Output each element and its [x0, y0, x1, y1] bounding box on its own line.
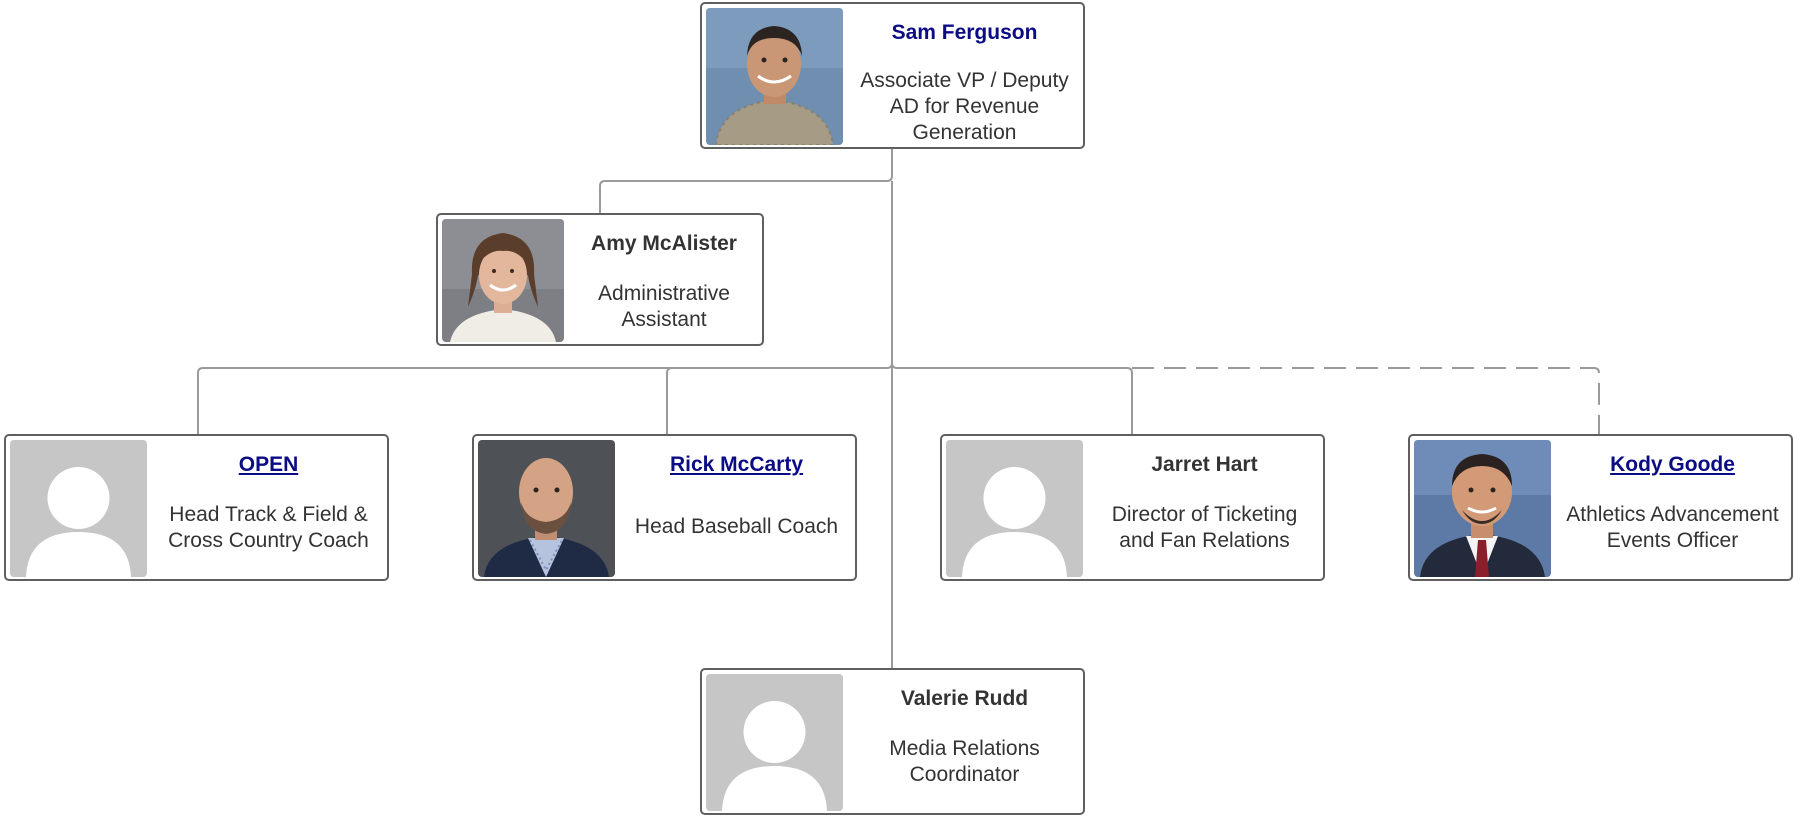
placeholder-avatar-icon	[10, 440, 147, 577]
job-title-open: Head Track & Field & Cross Country Coach	[168, 503, 369, 552]
bearded-man-in-blazer-photo	[478, 440, 615, 577]
connector-sam-to-rick	[666, 367, 673, 434]
job-title-amy-mcalister: Administrative Assistant	[598, 282, 730, 331]
org-card-jarret-hart: Jarret Hart Director of Ticketing and Fa…	[940, 434, 1325, 581]
org-card-amy-mcalister: Amy McAlister Administrative Assistant	[436, 213, 764, 346]
person-name-jarret-hart: Jarret Hart	[1151, 453, 1258, 476]
connector-sam-to-amy	[599, 149, 893, 213]
connector-sam-to-jarret	[891, 362, 1133, 434]
placeholder-avatar-icon	[706, 674, 843, 811]
man-in-patterned-shirt-photo	[706, 8, 843, 145]
person-name-rick-mccarty[interactable]: Rick McCarty	[669, 453, 804, 476]
placeholder-avatar-icon	[946, 440, 1083, 577]
job-title-valerie-rudd: Media Relations Coordinator	[889, 737, 1040, 786]
org-card-rick-mccarty: Rick McCarty Head Baseball Coach	[472, 434, 857, 581]
smiling-woman-photo	[442, 219, 564, 342]
job-title-sam-ferguson: Associate VP / Deputy AD for Revenue Gen…	[860, 69, 1069, 144]
person-name-valerie-rudd: Valerie Rudd	[900, 687, 1029, 710]
job-title-jarret-hart: Director of Ticketing and Fan Relations	[1111, 503, 1298, 552]
person-name-amy-mcalister: Amy McAlister	[591, 232, 737, 255]
job-title-kody-goode: Athletics Advancement Events Officer	[1566, 503, 1779, 552]
person-name-open[interactable]: OPEN	[238, 453, 299, 476]
org-card-sam-ferguson: Sam Ferguson Associate VP / Deputy AD fo…	[700, 2, 1085, 149]
person-name-sam-ferguson: Sam Ferguson	[891, 21, 1038, 44]
org-card-open-position: OPEN Head Track & Field & Cross Country …	[4, 434, 389, 581]
person-name-kody-goode[interactable]: Kody Goode	[1610, 453, 1735, 476]
man-in-suit-and-tie-photo	[1414, 440, 1551, 577]
connector-sam-to-kody-dashed	[1132, 367, 1600, 434]
job-title-rick-mccarty: Head Baseball Coach	[634, 515, 839, 538]
org-card-valerie-rudd: Valerie Rudd Media Relations Coordinator	[700, 668, 1085, 815]
org-card-kody-goode: Kody Goode Athletics Advancement Events …	[1408, 434, 1793, 581]
connector-sam-to-open	[197, 362, 893, 434]
